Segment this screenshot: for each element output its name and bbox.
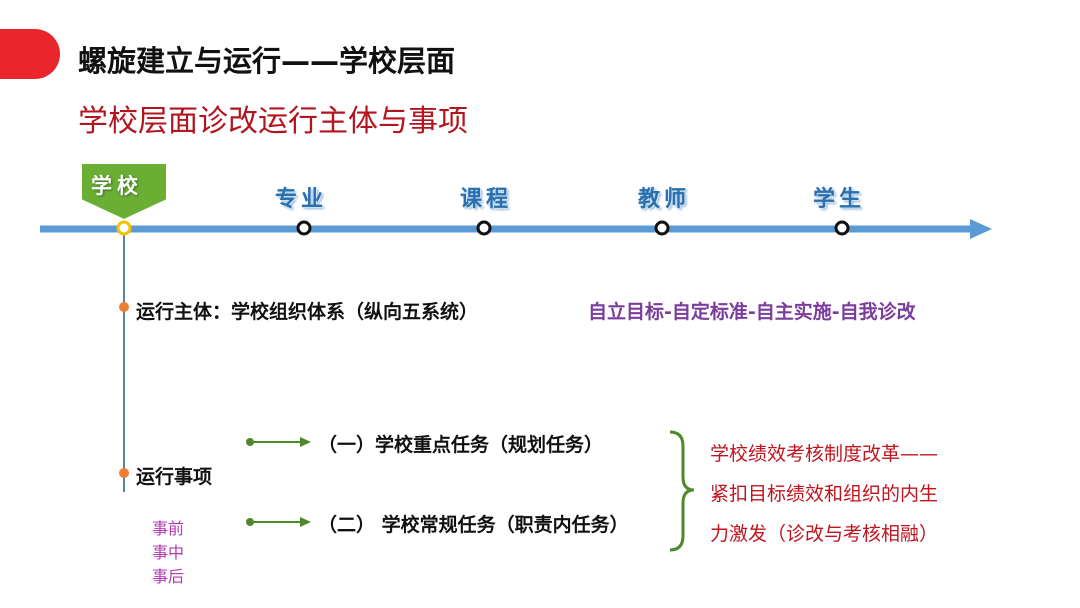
page-title: 螺旋建立与运行——学校层面	[78, 44, 456, 78]
subject-label: 运行主体：学校组织体系（纵向五系统）	[136, 301, 479, 323]
matters-label: 运行事项	[136, 466, 213, 488]
node-major	[296, 220, 312, 236]
node-course	[476, 220, 492, 236]
tasks-brace	[669, 430, 695, 552]
bullet-subject	[119, 302, 129, 312]
reform-line-1: 学校绩效考核制度改革——	[710, 443, 939, 465]
node-teacher	[654, 220, 670, 236]
node-student	[834, 220, 850, 236]
page-subtitle: 学校层面诊改运行主体与事项	[78, 104, 468, 139]
node-school	[116, 220, 132, 236]
phase-list: 事前 事中 事后	[152, 517, 184, 589]
stage-label-teacher: 教师	[638, 187, 691, 212]
timeline-arrowhead	[970, 219, 992, 239]
red-accent-tab	[0, 29, 60, 79]
reform-line-3: 力激发（诊改与考核相融）	[710, 523, 939, 545]
motto-text: 自立目标-自定标准-自主实施-自我诊改	[588, 301, 916, 323]
stage-label-major: 专业	[275, 187, 328, 212]
phase-after: 事后	[152, 567, 185, 586]
task-routine: （二） 学校常规任务（职责内任务）	[318, 514, 629, 536]
task1-arrow-dot	[246, 438, 254, 446]
stage-label-course: 课程	[460, 187, 513, 212]
phase-during: 事中	[152, 543, 185, 562]
task1-arrowhead	[300, 437, 311, 447]
school-badge	[80, 162, 168, 222]
task2-arrow-dot	[246, 518, 254, 526]
bullet-matters	[119, 468, 129, 478]
reform-block: 学校绩效考核制度改革—— 紧扣目标绩效和组织的内生 力激发（诊改与考核相融）	[710, 434, 938, 554]
task2-arrowhead	[300, 517, 311, 527]
task-key: （一）学校重点任务（规划任务）	[318, 434, 604, 456]
reform-line-2: 紧扣目标绩效和组织的内生	[710, 483, 939, 505]
school-badge-label: 学校	[91, 174, 143, 198]
phase-before: 事前	[152, 519, 185, 538]
stage-label-student: 学生	[813, 187, 866, 212]
